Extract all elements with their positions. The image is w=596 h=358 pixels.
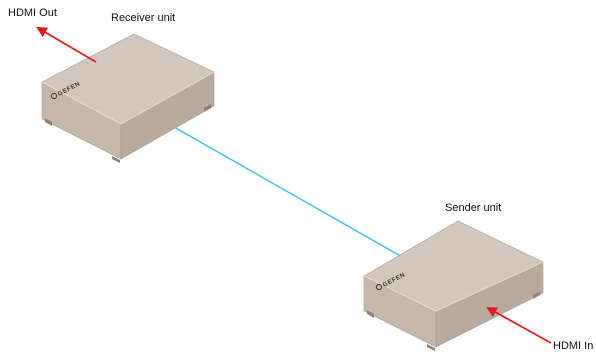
hdmi-in-label: HDMI In xyxy=(553,340,594,352)
sender-foot-right xyxy=(533,291,540,299)
receiver-foot-right xyxy=(204,104,211,112)
receiver-foot-left xyxy=(45,118,52,126)
hdmi-in-arrow xyxy=(486,306,552,344)
sender-logo-mark-icon xyxy=(375,283,383,291)
receiver-unit-box: GEFEN xyxy=(41,33,215,163)
sender-unit-box: GEFEN xyxy=(363,220,544,351)
sender-front-lip xyxy=(363,261,544,312)
receiver-logo-mark-icon xyxy=(50,92,58,100)
hdmi-out-arrow xyxy=(36,26,97,63)
sender-foot-left xyxy=(367,310,374,318)
receiver-foot-front xyxy=(112,156,120,163)
sender-unit-label: Sender unit xyxy=(445,202,502,214)
sender-foot-front xyxy=(427,344,435,351)
receiver-front-lip xyxy=(41,71,215,125)
receiver-unit-label: Receiver unit xyxy=(111,12,176,24)
cable-line xyxy=(166,122,405,259)
hdmi-out-label: HDMI Out xyxy=(8,7,57,19)
